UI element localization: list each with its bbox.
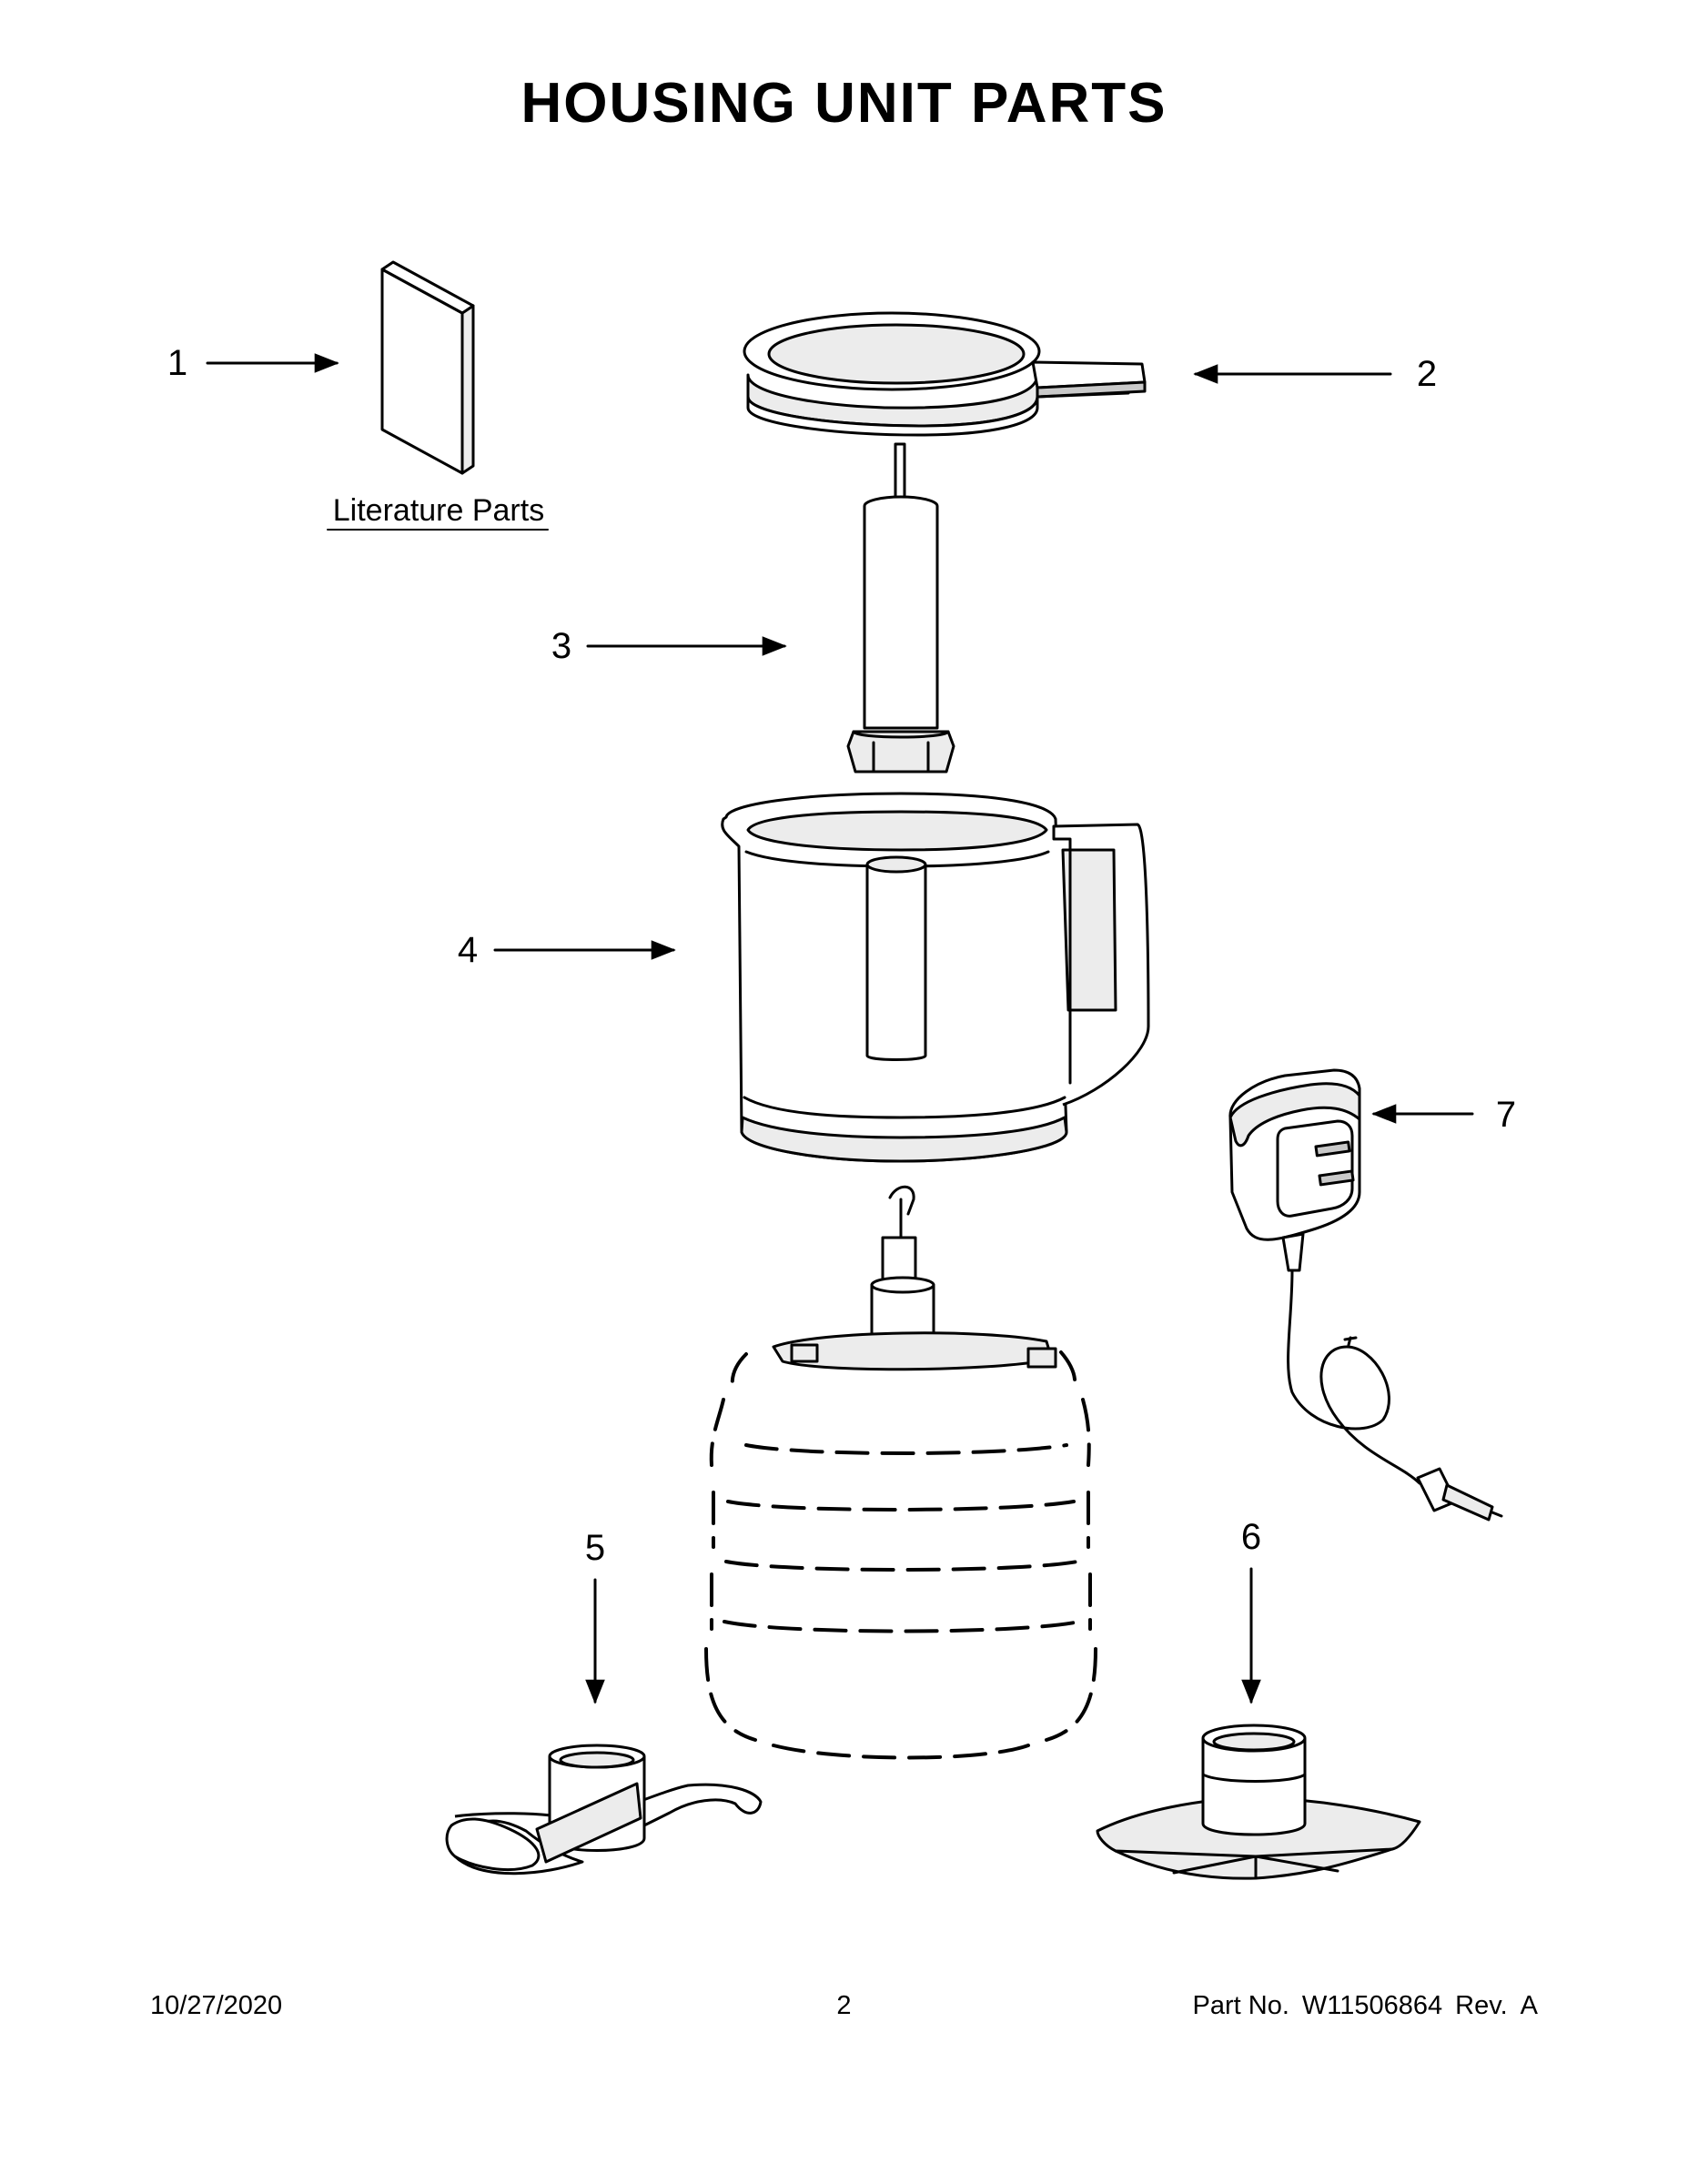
footer-part-label: Part No. <box>1192 1991 1289 2020</box>
literature-booklet <box>380 260 475 475</box>
callout-3: 3 <box>551 626 571 666</box>
work-bowl <box>721 792 1150 1163</box>
footer-date: 10/27/2020 <box>150 1991 283 2020</box>
chopping-blade <box>445 1744 763 1876</box>
callout-6: 6 <box>1241 1517 1261 1557</box>
page-title: HOUSING UNIT PARTS <box>521 72 1167 135</box>
callout-1: 1 <box>167 343 187 383</box>
callout-2: 2 <box>1417 354 1437 394</box>
footer-rev-value: A <box>1520 1991 1538 2020</box>
footer-page-number: 2 <box>836 1991 852 2020</box>
callout-4: 4 <box>458 930 478 970</box>
bowl-lid <box>743 311 1147 437</box>
drive-adapter <box>846 442 955 774</box>
callout-7: 7 <box>1496 1095 1516 1135</box>
motor-base <box>704 1185 1097 1760</box>
footer-part-info: Part No. W11506864 Rev. A <box>1193 1991 1538 2021</box>
callout-5: 5 <box>585 1528 605 1568</box>
dough-disc <box>1096 1724 1421 1880</box>
footer-rev-label: Rev. <box>1455 1991 1508 2020</box>
literature-parts-label: Literature Parts <box>333 493 544 528</box>
footer-part-number: W11506864 <box>1301 1991 1443 2020</box>
power-adapter <box>1228 1068 1503 1522</box>
